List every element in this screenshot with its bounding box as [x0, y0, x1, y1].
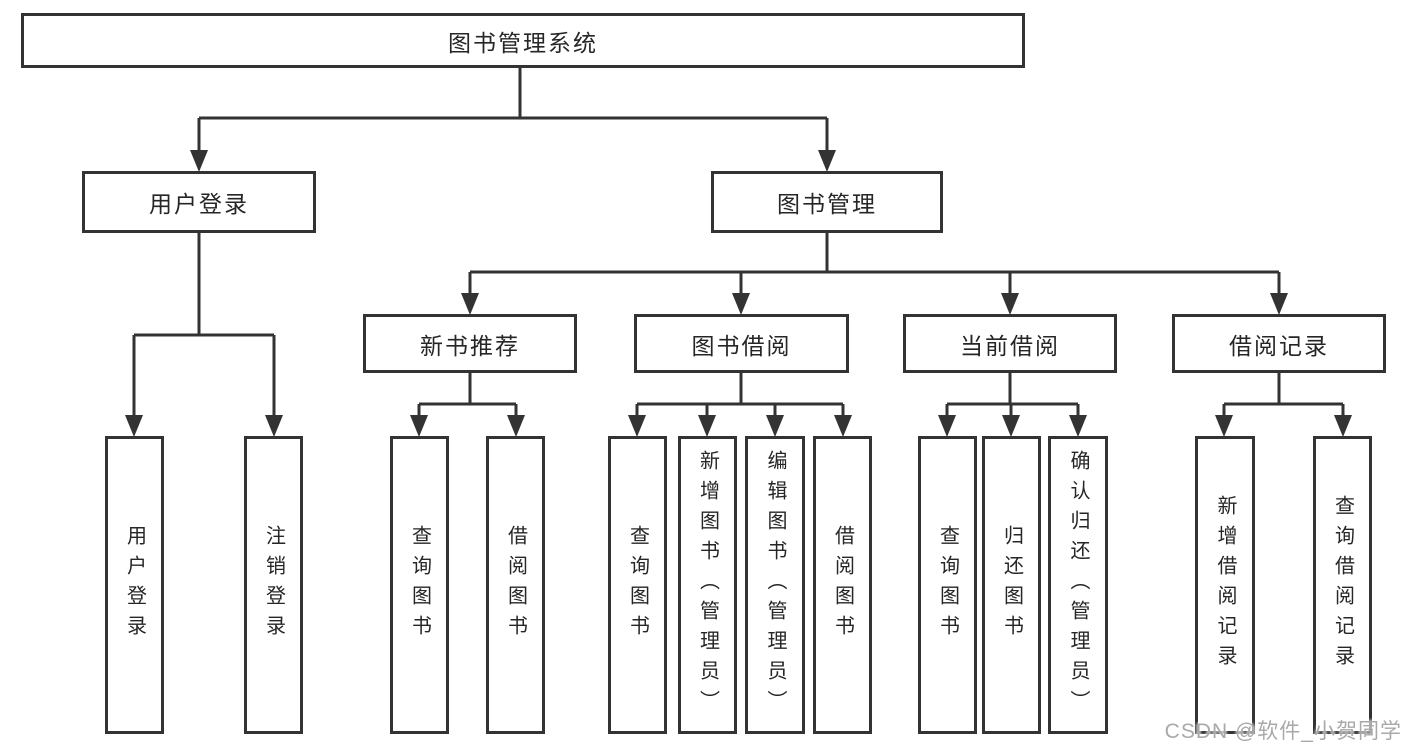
arrow-down-icon	[507, 415, 525, 437]
leaf-label: 用户登录	[123, 525, 146, 645]
leaf-query-borrow-record: 查询借阅记录	[1313, 436, 1372, 734]
node-root-library-system: 图书管理系统	[21, 13, 1025, 68]
leaf-label: 查询图书	[936, 525, 959, 645]
connector-userlogin-to-leaves	[132, 233, 276, 417]
leaf-add-borrow-record: 新增借阅记录	[1195, 436, 1255, 734]
arrow-down-icon	[834, 415, 852, 437]
arrow-down-icon	[461, 293, 479, 315]
leaf-user-login: 用户登录	[105, 436, 164, 734]
leaf-label: 查询图书	[408, 525, 431, 645]
arrow-down-icon	[1001, 293, 1019, 315]
leaf-borrow-books-2: 借阅图书	[813, 436, 872, 734]
connector-newbook-to-leaves	[417, 373, 518, 417]
leaf-label: 注销登录	[262, 525, 285, 645]
leaf-label: 查询借阅记录	[1331, 495, 1354, 675]
node-borrow-records: 借阅记录	[1172, 314, 1386, 373]
arrow-down-icon	[265, 415, 283, 437]
leaf-label: 新增图书（管理员）	[696, 450, 719, 720]
leaf-logout: 注销登录	[244, 436, 303, 734]
arrow-down-icon	[1270, 293, 1288, 315]
connector-current-to-leaves	[945, 373, 1080, 417]
leaf-query-books-3: 查询图书	[918, 436, 977, 734]
node-current-borrow: 当前借阅	[903, 314, 1117, 373]
leaf-return-book: 归还图书	[982, 436, 1041, 734]
arrow-down-icon	[190, 150, 208, 172]
arrow-down-icon	[1215, 415, 1233, 437]
leaf-edit-book-admin: 编辑图书（管理员）	[745, 436, 805, 734]
connector-borrow-to-leaves	[635, 373, 845, 417]
connector-bookmgmt-to-level3	[468, 233, 1281, 295]
arrow-down-icon	[698, 415, 716, 437]
node-user-login: 用户登录	[82, 171, 316, 233]
arrow-down-icon	[766, 415, 784, 437]
arrow-down-icon	[938, 415, 956, 437]
leaf-confirm-return-admin: 确认归还（管理员）	[1048, 436, 1108, 734]
csdn-watermark: CSDN @软件_小贺同学	[1164, 720, 1402, 743]
arrow-down-icon	[125, 415, 143, 437]
leaf-label: 新增借阅记录	[1214, 495, 1236, 675]
leaf-borrow-books-1: 借阅图书	[486, 436, 545, 734]
arrow-down-icon	[1069, 415, 1087, 437]
leaf-add-book-admin: 新增图书（管理员）	[678, 436, 737, 734]
arrow-down-icon	[628, 415, 646, 437]
arrow-down-icon	[732, 293, 750, 315]
connector-root-to-level2	[197, 68, 829, 152]
leaf-label: 编辑图书（管理员）	[764, 450, 786, 720]
leaf-label: 归还图书	[1000, 525, 1023, 645]
connector-records-to-leaves	[1222, 373, 1345, 417]
arrow-down-icon	[410, 415, 428, 437]
node-book-management: 图书管理	[711, 171, 943, 233]
leaf-query-books-1: 查询图书	[390, 436, 449, 734]
leaf-query-books-2: 查询图书	[608, 436, 667, 734]
leaf-label: 借阅图书	[504, 525, 527, 645]
leaf-label: 查询图书	[626, 525, 649, 645]
node-book-borrow: 图书借阅	[634, 314, 849, 373]
node-new-book-recommend: 新书推荐	[363, 314, 577, 373]
leaf-label: 借阅图书	[831, 525, 854, 645]
arrow-down-icon	[1334, 415, 1352, 437]
leaf-label: 确认归还（管理员）	[1067, 450, 1089, 720]
arrow-down-icon	[818, 150, 836, 172]
arrow-down-icon	[1002, 415, 1020, 437]
